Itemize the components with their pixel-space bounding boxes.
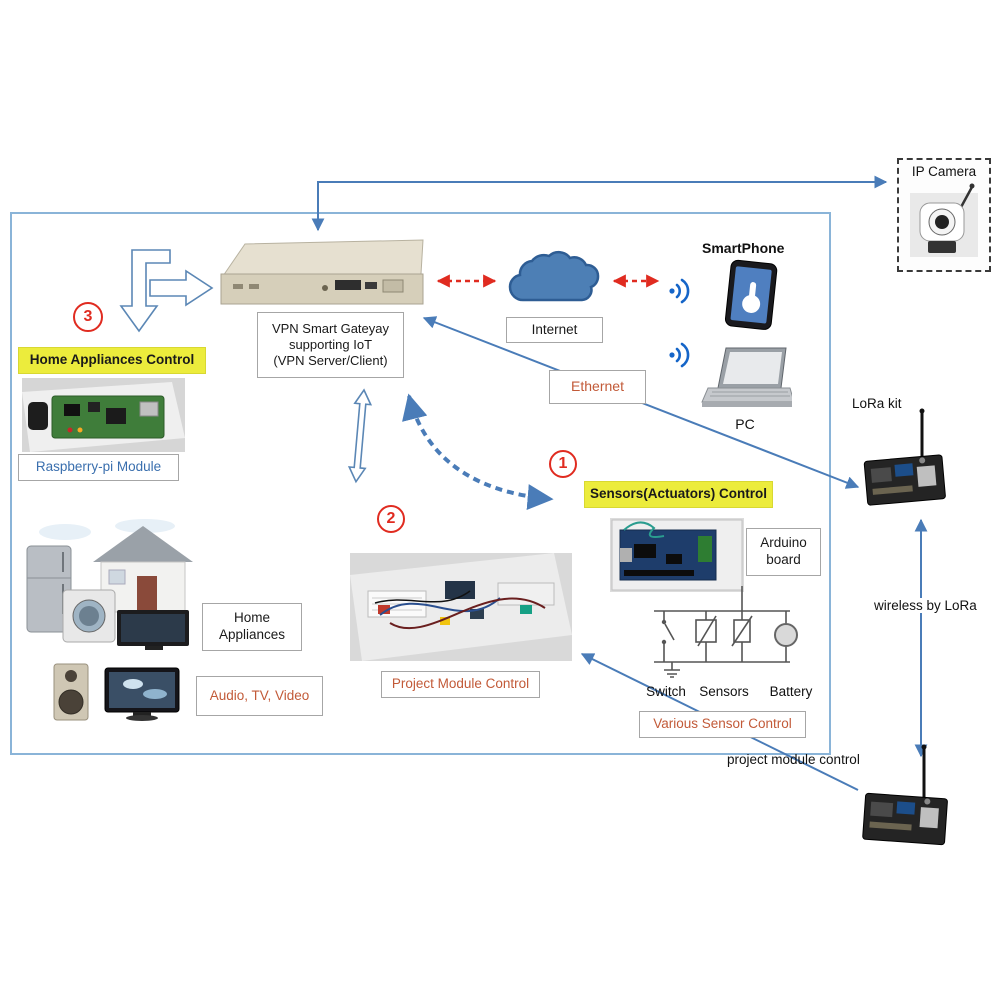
step-3-badge: 3 <box>73 302 103 332</box>
ethernet-label: Ethernet <box>549 370 646 404</box>
project-module-control-lower-label: project module control <box>727 752 860 767</box>
ip-camera-image <box>910 183 978 257</box>
vpn-gateway-label: VPN Smart Gateyay supporting IoT (VPN Se… <box>257 312 404 378</box>
lora-kit-label: LoRa kit <box>852 396 902 411</box>
pc-laptop-image <box>701 347 792 407</box>
ip-camera-label: IP Camera <box>911 164 977 179</box>
hollow-arrow-gateway-module <box>347 388 373 484</box>
wifi-icon-pc <box>669 342 690 368</box>
speaker-image <box>53 663 89 721</box>
sensor-circuit-schematic <box>654 586 798 678</box>
various-sensor-control-label: Various Sensor Control <box>639 711 806 738</box>
switch-label: Switch <box>646 684 686 699</box>
lora-kit-top-image <box>863 408 946 506</box>
smartphone-image <box>724 259 778 330</box>
step-2-badge: 2 <box>377 505 405 533</box>
raspberry-pi-image <box>22 378 185 452</box>
home-appliances-label: Home Appliances <box>202 603 302 651</box>
arduino-board-label: Arduino board <box>746 528 821 576</box>
raspberry-pi-module-label: Raspberry-pi Module <box>18 454 179 481</box>
home-appliances-control-label: Home Appliances Control <box>18 347 206 374</box>
pc-label: PC <box>735 416 755 432</box>
arrow-gateway-to-sensors-curved <box>402 393 554 511</box>
hollow-arrow-to-home-appliances <box>119 249 171 333</box>
tv-image <box>104 667 180 721</box>
wifi-icon-phone <box>669 278 690 304</box>
ip-camera-box: IP Camera <box>897 158 991 272</box>
internet-cloud-icon <box>508 250 600 302</box>
wireless-by-lora-label: wireless by LoRa <box>872 598 984 613</box>
hollow-arrow-to-gateway <box>149 269 214 307</box>
lora-kit-bottom-image <box>862 744 948 846</box>
project-module-image <box>350 553 572 661</box>
sensors-label: Sensors <box>699 684 749 699</box>
arrow-gateway-to-ip-camera <box>311 175 888 232</box>
audio-tv-video-label: Audio, TV, Video <box>196 676 323 716</box>
smartphone-label: SmartPhone <box>702 240 785 256</box>
sensors-actuators-control-label: Sensors(Actuators) Control <box>584 481 773 508</box>
home-appliances-image <box>26 519 193 650</box>
project-module-control-label: Project Module Control <box>381 671 540 698</box>
internet-label: Internet <box>506 317 603 343</box>
arduino-board-image <box>610 518 744 592</box>
battery-label: Battery <box>769 684 813 699</box>
step-1-badge: 1 <box>549 450 577 478</box>
vpn-gateway-image <box>220 239 424 305</box>
